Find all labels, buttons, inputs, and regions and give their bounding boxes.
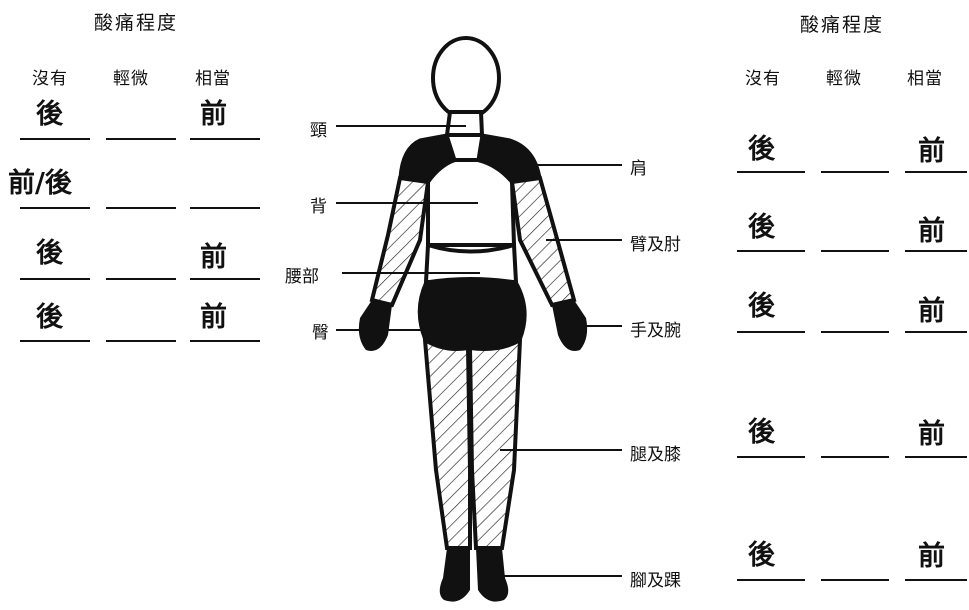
label-back: 背 bbox=[310, 192, 327, 217]
left-foot bbox=[440, 548, 470, 602]
right-leg bbox=[470, 340, 520, 548]
buttocks bbox=[419, 279, 525, 350]
right-arm bbox=[512, 178, 574, 305]
left-hand bbox=[359, 300, 392, 351]
label-foot-ankle: 腳及踝 bbox=[630, 566, 681, 591]
lower-back bbox=[426, 245, 516, 282]
label-arm-elbow: 臂及肘 bbox=[630, 230, 681, 255]
label-shoulder: 肩 bbox=[630, 154, 647, 179]
right-foot bbox=[476, 548, 508, 602]
head bbox=[433, 38, 499, 118]
left-arm bbox=[372, 178, 428, 305]
label-leg-knee: 腿及膝 bbox=[630, 440, 681, 465]
label-hand-wrist: 手及腕 bbox=[630, 316, 681, 341]
left-leg bbox=[425, 340, 470, 548]
neck bbox=[447, 112, 482, 135]
label-buttocks: 臀 bbox=[312, 318, 329, 343]
label-lower-back: 腰部 bbox=[285, 262, 319, 287]
label-neck: 頸 bbox=[310, 116, 327, 141]
